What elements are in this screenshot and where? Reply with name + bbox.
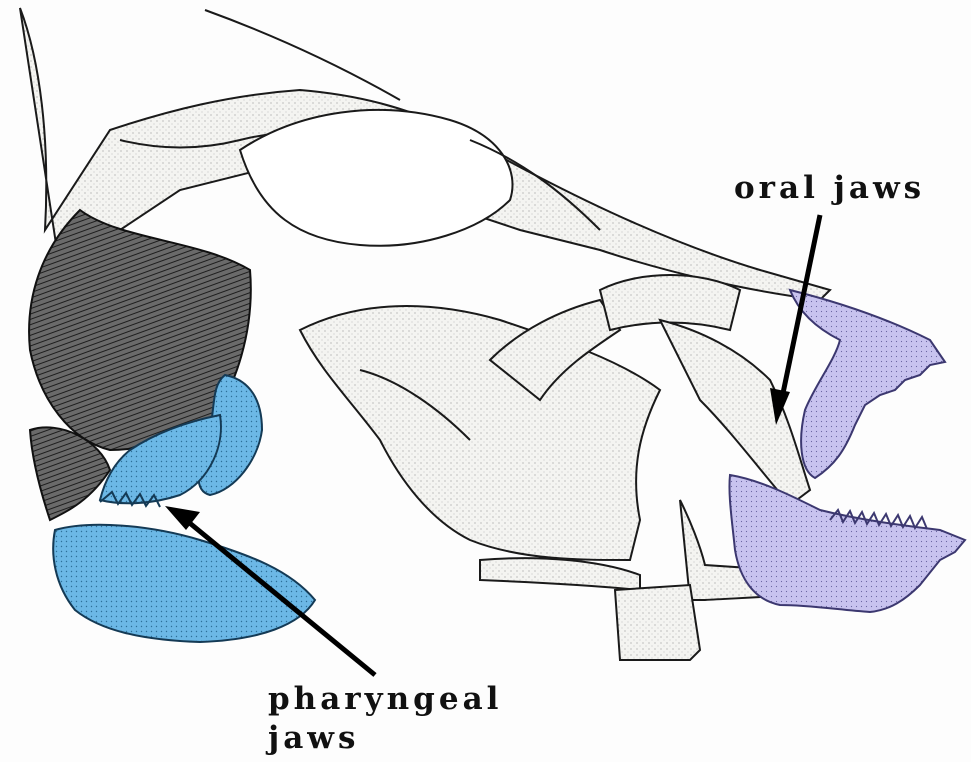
pharyngeal-jaws-label-line2: jaws [268, 720, 359, 756]
oral-jaws-label: oral jaws [734, 170, 925, 206]
pharyngeal-jaws-label-line1: pharyngeal [268, 681, 502, 717]
